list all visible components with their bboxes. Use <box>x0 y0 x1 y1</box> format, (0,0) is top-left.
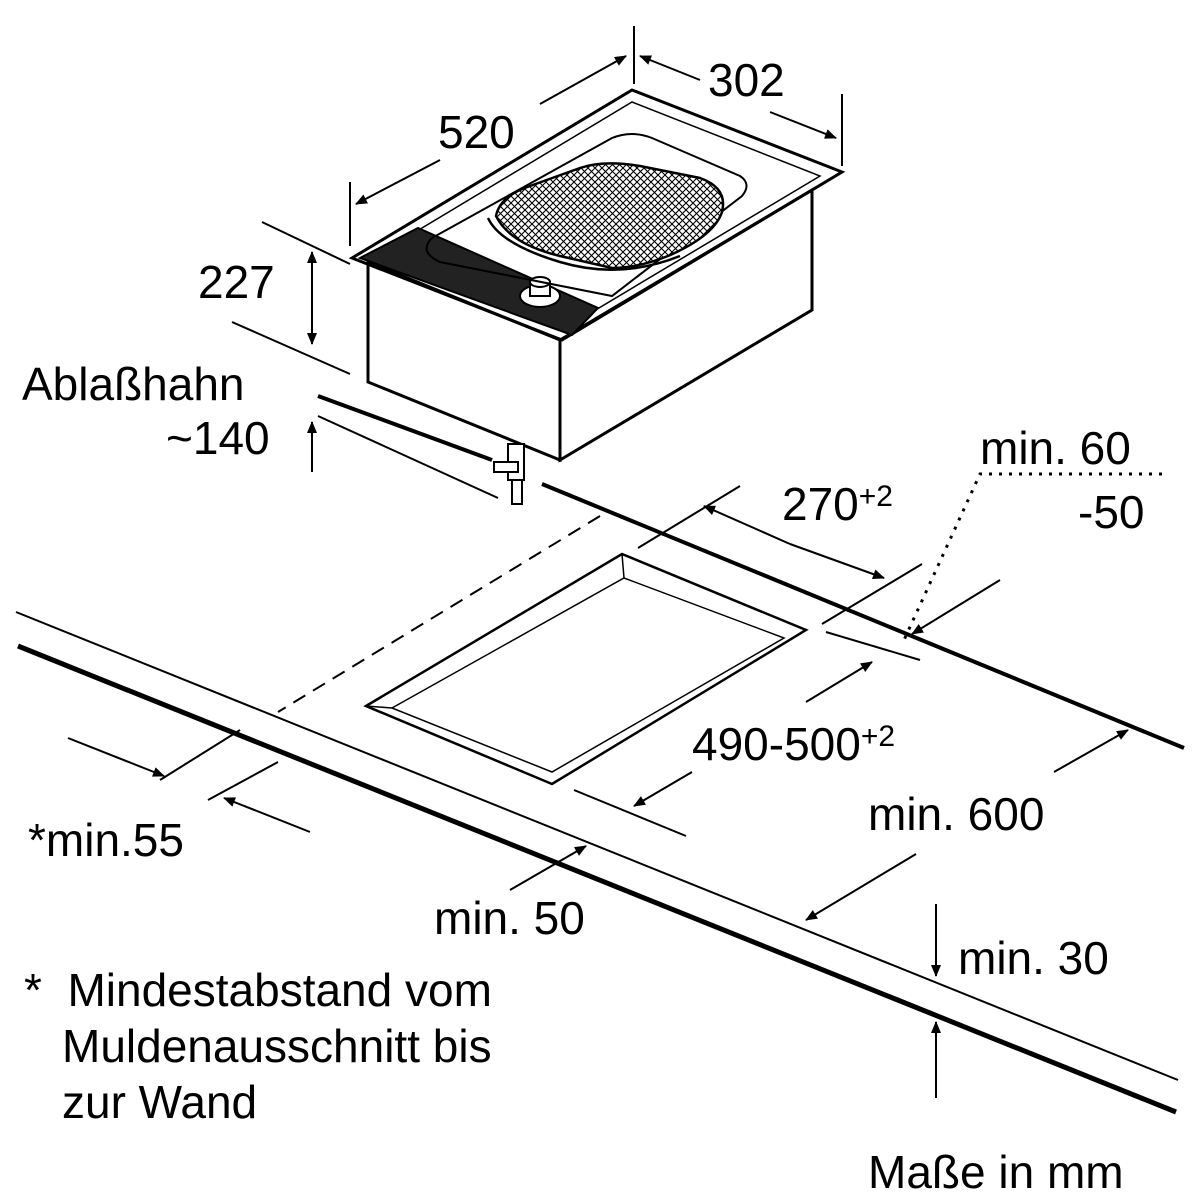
top-gap-upper-label: min. 60 <box>980 422 1131 474</box>
cutout-width-label: 270+2 <box>782 478 893 530</box>
unit-note: Maße in mm <box>868 1146 1124 1198</box>
top-gap-lower-label: -50 <box>1078 486 1144 538</box>
dim-height-label: 227 <box>198 256 275 308</box>
cutout-length-tol: +2 <box>861 720 895 753</box>
worktop-thickness-label: min. 30 <box>958 932 1109 984</box>
dim-width-label: 302 <box>708 54 785 106</box>
cutout-length-base: 490-500 <box>692 718 861 770</box>
worktop-depth-label: min. 600 <box>868 788 1044 840</box>
drain-tap-icon <box>493 443 525 505</box>
cutout-width-tol: +2 <box>859 480 893 513</box>
cutout-length-label: 490-500+2 <box>692 718 895 770</box>
dim-length-label: 520 <box>438 106 515 158</box>
control-panel <box>357 226 600 337</box>
fryer-appliance <box>348 88 846 505</box>
wall-distance-label: *min.55 <box>28 814 184 866</box>
front-distance-label: min. 50 <box>434 892 585 944</box>
drain-label: Ablaßhahn <box>22 358 245 410</box>
oil-basin <box>425 133 748 298</box>
worktop <box>15 394 1185 1115</box>
drain-height-label: ~140 <box>166 412 270 464</box>
footnote-line-3: zur Wand <box>62 1076 257 1128</box>
fryer-body-side <box>558 187 814 463</box>
footnote-line-1: * Mindestabstand vom <box>24 964 492 1016</box>
frying-basket <box>494 162 725 270</box>
knob-icon <box>519 276 561 308</box>
footnote-line-2: Muldenausschnitt bis <box>62 1020 492 1072</box>
cutout-opening <box>363 552 809 786</box>
dimension-lines <box>67 26 1162 1098</box>
cutout-width-base: 270 <box>782 478 859 530</box>
